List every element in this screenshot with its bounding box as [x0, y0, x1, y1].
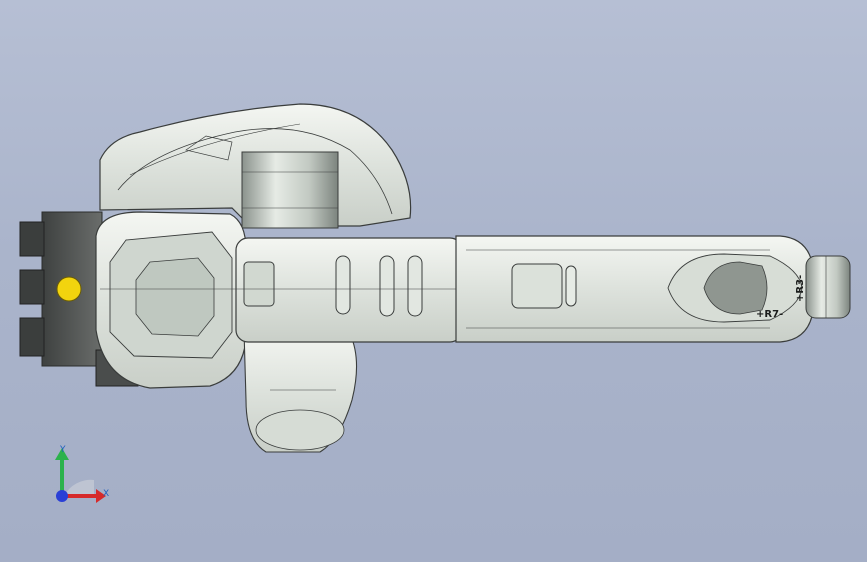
- forearm: [455, 235, 813, 343]
- y-axis-label: Y: [59, 445, 66, 455]
- lower-motor-housing: [243, 329, 358, 453]
- wrist-flange: [805, 255, 851, 319]
- shoulder-turret: [95, 211, 247, 389]
- base-connector-block: [19, 211, 139, 387]
- indicator-lamp: [56, 276, 82, 302]
- z-axis-dot: [56, 490, 68, 502]
- r7-axis-label: +R7-: [756, 309, 783, 320]
- coordinate-triad: Y X: [55, 445, 109, 503]
- motor-cylinder: [241, 151, 339, 229]
- x-axis-label: X: [103, 489, 109, 499]
- elbow-block: [235, 237, 463, 343]
- y-axis-arrow-head: [55, 448, 69, 460]
- r3-axis-label: +R3-: [795, 275, 806, 302]
- x-axis-arrow-head: [96, 489, 106, 503]
